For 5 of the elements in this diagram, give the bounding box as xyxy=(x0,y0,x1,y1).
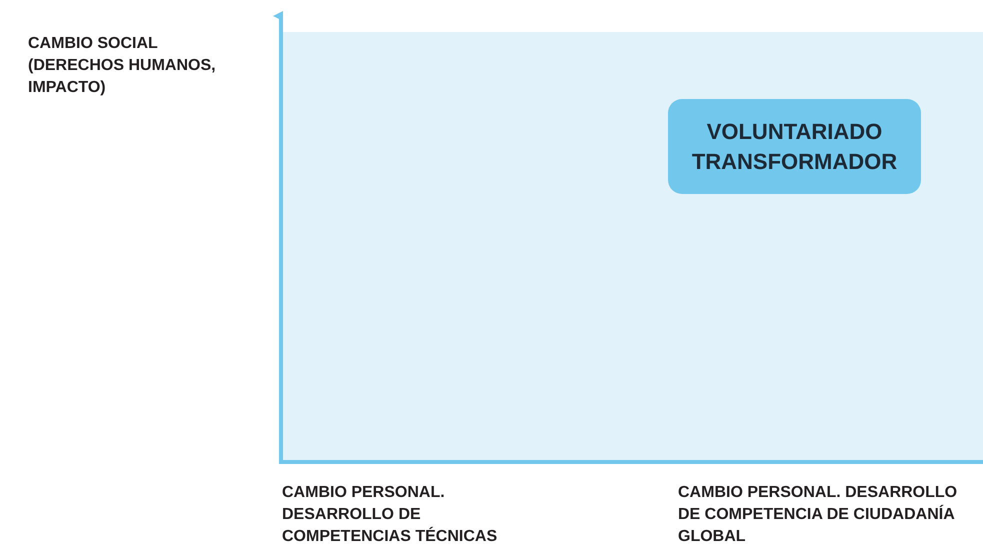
x-axis-label: CAMBIO PERSONAL. DESARROLLO DE COMPETENCIA DE CIUDADANÍA GLOBAL xyxy=(678,483,958,547)
y-axis-label: CAMBIO SOCIAL (DERECHOS HUMANOS, IMPACTO) xyxy=(28,34,217,98)
highlight-box xyxy=(668,99,921,194)
box-label: VOLUNTARIADO TRANSFORMADOR xyxy=(690,118,898,176)
x-axis-label: CAMBIO PERSONAL. DESARROLLO DE COMPETENCIAS TÉCNICAS xyxy=(282,483,498,547)
